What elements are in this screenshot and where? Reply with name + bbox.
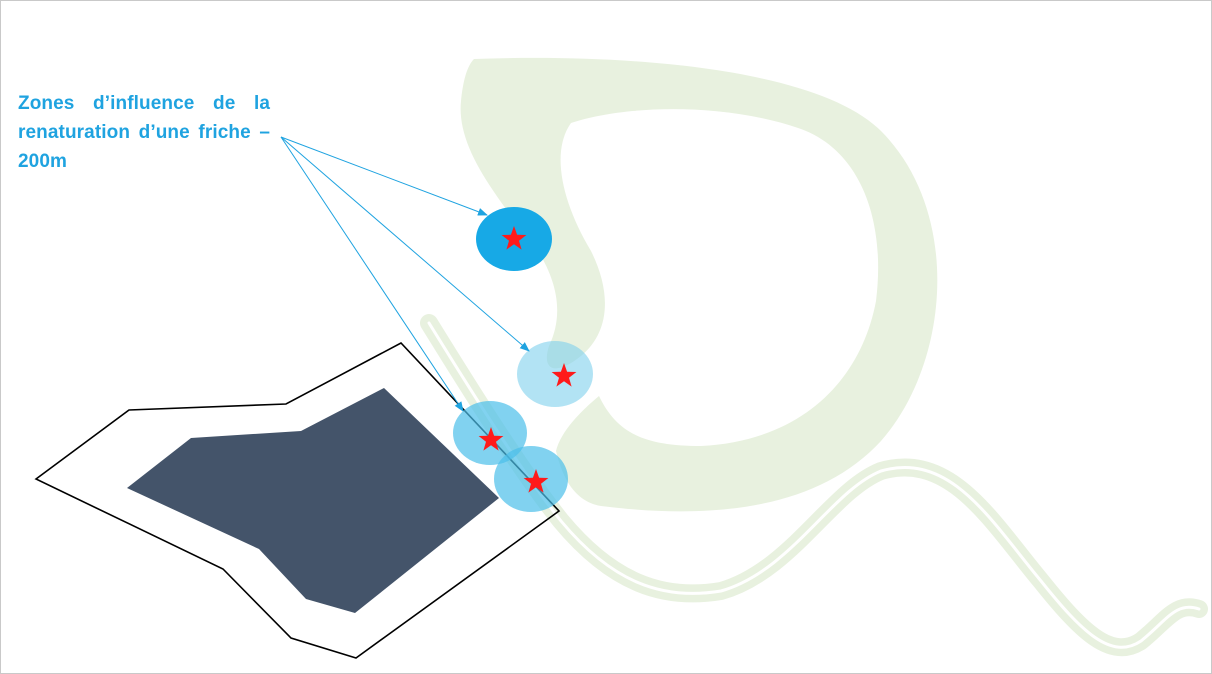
- star-icon: [523, 469, 549, 493]
- arrow-to-zone-1: [280, 136, 488, 216]
- green-corridor-river: [420, 314, 1208, 657]
- parcel-outline: [34, 342, 561, 659]
- arrow-to-zone-3: [280, 136, 464, 412]
- influence-zone-annotation: Zones d’influence de la renaturation d’u…: [18, 93, 270, 172]
- star-icon: [551, 363, 577, 387]
- building-footprint: [127, 388, 499, 613]
- arrow-to-zone-2: [280, 136, 530, 352]
- star-icon: [501, 226, 527, 250]
- site-markers: [478, 226, 577, 493]
- annotation-arrows: [280, 136, 530, 412]
- green-corridor-horseshoe: [460, 57, 938, 512]
- star-icon: [478, 427, 504, 451]
